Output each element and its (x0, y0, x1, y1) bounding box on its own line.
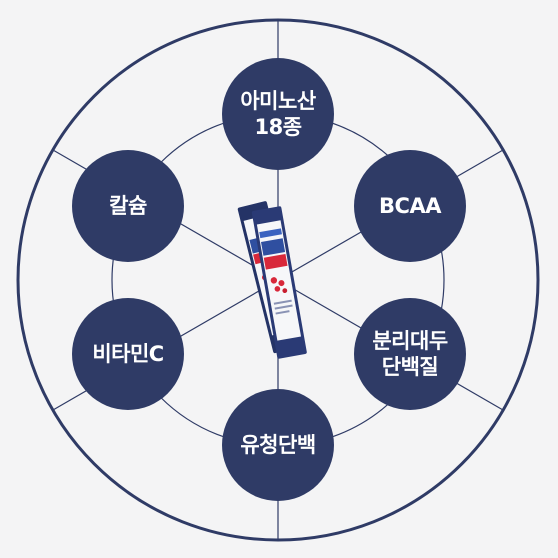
node-bcaa: BCAA (354, 150, 466, 262)
node-isolated-soy-protein-line-1: 분리대두 (372, 329, 448, 353)
node-isolated-soy-protein-line-2: 단백질 (381, 355, 439, 379)
node-amino-acids-line-2: 18종 (254, 115, 302, 139)
node-calcium-label: 칼슘 (109, 194, 147, 218)
node-amino-acids-line-1: 아미노산 (240, 89, 316, 113)
node-isolated-soy-protein: 분리대두 단백질 (354, 298, 466, 410)
node-vitamin-c-label: 비타민C (92, 342, 164, 366)
node-bcaa-label: BCAA (379, 194, 441, 218)
node-whey-protein: 유청단백 (222, 389, 334, 501)
node-whey-protein-label: 유청단백 (240, 433, 316, 457)
node-vitamin-c: 비타민C (72, 298, 184, 410)
protein-stick-packets-image (237, 201, 307, 359)
node-amino-acids: 아미노산 18종 (222, 58, 334, 170)
node-calcium: 칼슘 (72, 150, 184, 262)
